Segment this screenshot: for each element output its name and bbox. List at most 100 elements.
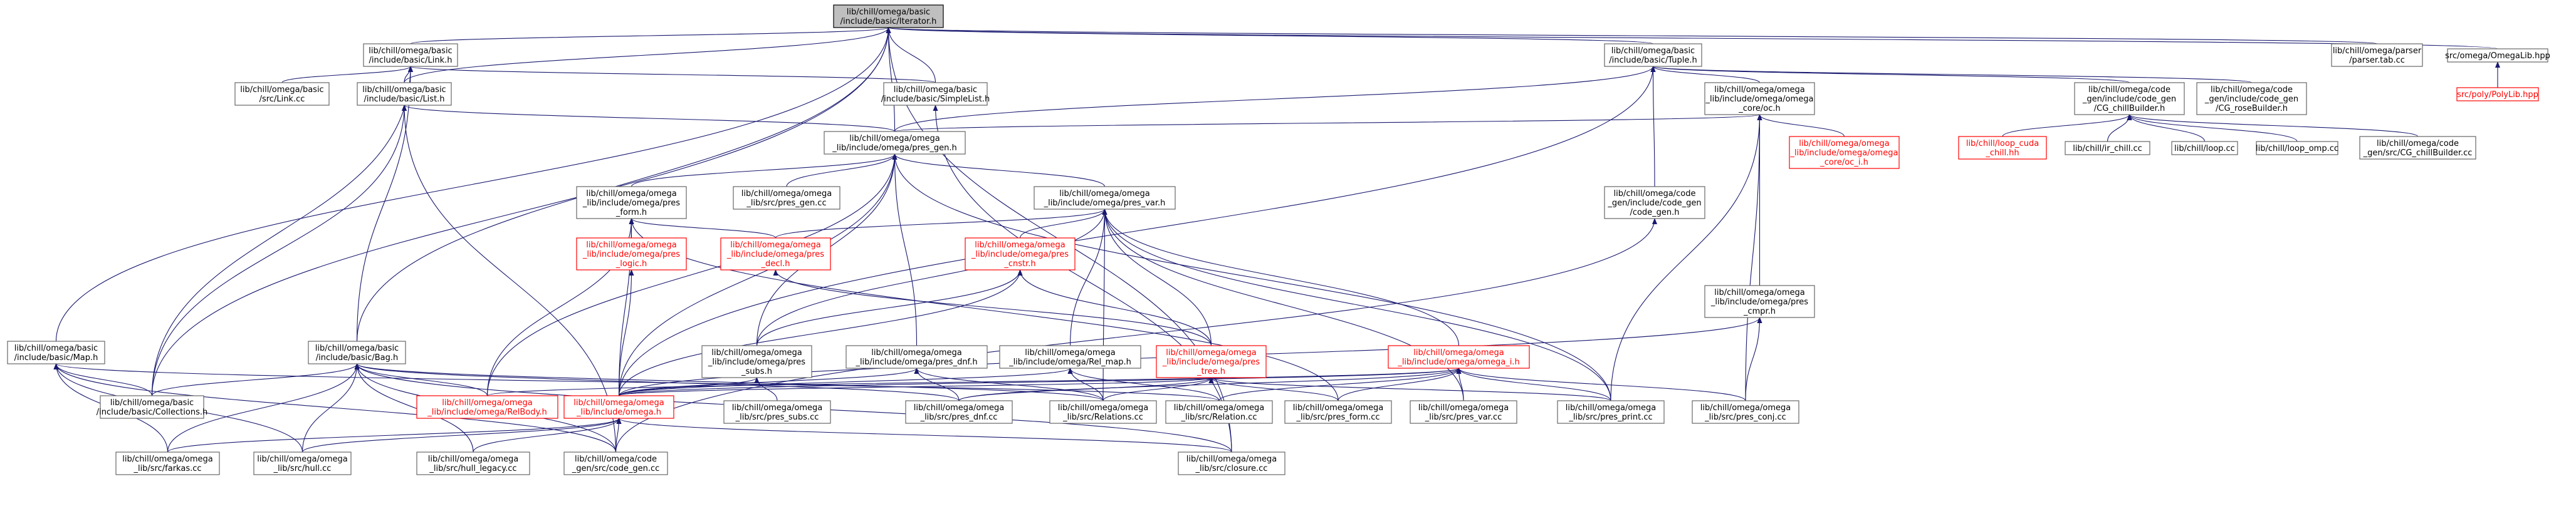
edge-omega-i-to-relation-cc bbox=[1218, 368, 1462, 401]
graph-node-link-cc[interactable]: lib/chill/omega/basic/src/Link.cc bbox=[234, 82, 330, 106]
node-label-line: lib/chill/omega/omega bbox=[1025, 348, 1116, 358]
edge-pres-gen-to-pres-var bbox=[892, 153, 1106, 187]
node-box bbox=[576, 186, 687, 219]
graph-node-simplelist[interactable]: lib/chill/omega/basic/include/basic/Simp… bbox=[881, 82, 990, 106]
node-box bbox=[2074, 82, 2185, 115]
graph-node-oc[interactable]: lib/chill/omega/omega_lib/include/omega/… bbox=[1704, 82, 1815, 115]
graph-node-pres-var[interactable]: lib/chill/omega/omega_lib/include/omega/… bbox=[1034, 186, 1176, 210]
edge-omega-i-to-pres-form-cc bbox=[1338, 368, 1462, 401]
graph-node-bag-h[interactable]: lib/chill/omega/basic/include/basic/Bag.… bbox=[308, 341, 406, 364]
graph-node-loop-omp[interactable]: lib/chill/loop_omp.cc bbox=[2256, 141, 2338, 155]
graph-node-pres-tree[interactable]: lib/chill/omega/omega_lib/include/omega/… bbox=[1156, 345, 1267, 378]
graph-node-pres-dnf-cc[interactable]: lib/chill/omega/omega_lib/src/pres_dnf.c… bbox=[905, 400, 1013, 424]
graph-node-pres-cmpr[interactable]: lib/chill/omega/omega_lib/include/omega/… bbox=[1704, 285, 1815, 318]
edge-oc-to-oc-i bbox=[1757, 114, 1845, 137]
graph-node-pres-subs-cc[interactable]: lib/chill/omega/omega_lib/src/pres_subs.… bbox=[723, 400, 831, 424]
graph-node-loop-cuda[interactable]: lib/chill/loop_cuda_chill.hh bbox=[1958, 136, 2047, 160]
graph-node-omega-i[interactable]: lib/chill/omega/omega_lib/include/omega/… bbox=[1388, 345, 1530, 369]
edge-map-h-to-relation-cc bbox=[54, 363, 1220, 401]
node-box bbox=[100, 395, 204, 419]
edges-layer bbox=[53, 27, 2500, 453]
graph-node-ir-chill[interactable]: lib/chill/ir_chill.cc bbox=[2065, 141, 2150, 155]
graph-node-relation-cc[interactable]: lib/chill/omega/omega_lib/src/Relation.c… bbox=[1165, 400, 1273, 424]
graph-node-pres-form-cc[interactable]: lib/chill/omega/omega_lib/src/pres_form.… bbox=[1284, 400, 1392, 424]
node-box bbox=[416, 451, 530, 475]
node-label-line: lib/chill/omega/omega bbox=[1418, 403, 1509, 413]
node-box bbox=[2331, 43, 2423, 67]
node-label-line: _lib/include/omega/pres_dnf.h bbox=[855, 358, 977, 367]
graph-node-hull-legacy-cc[interactable]: lib/chill/omega/omega_lib/src/hull_legac… bbox=[416, 451, 530, 475]
graph-node-rel-map[interactable]: lib/chill/omega/omega_lib/include/omega/… bbox=[999, 345, 1141, 369]
graph-node-pres-logic[interactable]: lib/chill/omega/omega_lib/include/omega/… bbox=[576, 237, 687, 271]
edge-tuple-to-pres-gen bbox=[894, 66, 1656, 132]
graph-node-link[interactable]: lib/chill/omega/basic/include/basic/Link… bbox=[363, 43, 458, 67]
node-box bbox=[2359, 136, 2476, 160]
node-label-line: _lib/include/omega/pres bbox=[971, 250, 1069, 259]
node-box bbox=[234, 82, 330, 106]
graph-node-pres-cnstr[interactable]: lib/chill/omega/omega_lib/include/omega/… bbox=[965, 237, 1076, 271]
edge-bag-h-to-pres-dnf-cc bbox=[354, 363, 960, 401]
graph-node-cg-chillbuilder-cc[interactable]: lib/chill/omega/code_gen/src/CG_chillBui… bbox=[2359, 136, 2476, 160]
graph-node-relations-cc[interactable]: lib/chill/omega/omega_lib/src/Relations.… bbox=[1049, 400, 1157, 424]
graph-node-parser[interactable]: lib/chill/omega/parser/parser.tab.cc bbox=[2331, 43, 2423, 67]
node-box bbox=[363, 43, 458, 67]
graph-node-farkas-cc[interactable]: lib/chill/omega/omega_lib/src/farkas.cc bbox=[115, 451, 220, 475]
graph-node-collections[interactable]: lib/chill/omega/basic/include/basic/Coll… bbox=[97, 395, 207, 419]
node-label-line: lib/chill/omega/omega bbox=[257, 455, 348, 464]
graph-node-hull-cc[interactable]: lib/chill/omega/omega_lib/src/hull.cc bbox=[253, 451, 352, 475]
graph-node-pres-var-cc[interactable]: lib/chill/omega/omega_lib/src/pres_var.c… bbox=[1410, 400, 1517, 424]
edge-iterator-to-collections bbox=[151, 27, 891, 396]
graph-node-pres-gen[interactable]: lib/chill/omega/omega_lib/include/omega/… bbox=[824, 131, 966, 155]
graph-node-omegalib[interactable]: src/omega/OmegaLib.hpp bbox=[2445, 48, 2550, 63]
graph-node-cg-chillbuilder[interactable]: lib/chill/omega/code_gen/include/code_ge… bbox=[2074, 82, 2185, 115]
edge-bag-h-to-relations-cc bbox=[354, 363, 1104, 401]
node-label-line: _lib/src/hull.cc bbox=[273, 464, 332, 473]
node-label-line: lib/chill/omega/omega bbox=[586, 240, 677, 250]
graph-node-list[interactable]: lib/chill/omega/basic/include/basic/List… bbox=[357, 82, 452, 106]
edge-omega-h-to-closure-cc bbox=[616, 418, 1232, 453]
node-label-line: /include/basic/Link.h bbox=[369, 56, 453, 65]
graph-node-closure-cc[interactable]: lib/chill/omega/omega_lib/src/closure.cc bbox=[1178, 451, 1285, 475]
graph-node-pres-subs[interactable]: lib/chill/omega/omega_lib/include/omega/… bbox=[701, 345, 812, 378]
node-box bbox=[7, 341, 105, 364]
edge-tuple-to-cg-chillbuilder bbox=[1651, 66, 2130, 83]
node-label-line: lib/chill/omega/omega bbox=[730, 240, 821, 250]
graph-node-pres-gen-cc[interactable]: lib/chill/omega/omega_lib/src/pres_gen.c… bbox=[733, 186, 840, 210]
node-box bbox=[1789, 136, 1900, 169]
node-label-line: _chill.hh bbox=[1985, 148, 2019, 158]
node-label-line: _subs.h bbox=[741, 367, 772, 376]
graph-node-pres-conj-cc[interactable]: lib/chill/omega/omega_lib/src/pres_conj.… bbox=[1692, 400, 1799, 424]
graph-node-omega-h[interactable]: lib/chill/omega/omega_lib/include/omega.… bbox=[563, 395, 674, 419]
node-label-line: lib/chill/loop.cc bbox=[2174, 144, 2235, 153]
graph-node-loop-cc[interactable]: lib/chill/loop.cc bbox=[2171, 141, 2238, 155]
graph-node-pres-dnf[interactable]: lib/chill/omega/omega_lib/include/omega/… bbox=[846, 345, 988, 369]
node-label-line: _lib/include/omega/omega bbox=[1705, 95, 1814, 104]
graph-node-oc-i[interactable]: lib/chill/omega/omega_lib/include/omega/… bbox=[1789, 136, 1900, 169]
graph-node-iterator[interactable]: lib/chill/omega/basic/include/basic/Iter… bbox=[833, 4, 944, 28]
graph-node-cg-rosebuilder[interactable]: lib/chill/omega/code_gen/include/code_ge… bbox=[2196, 82, 2307, 115]
graph-node-relbody[interactable]: lib/chill/omega/omega_lib/include/omega/… bbox=[416, 395, 558, 419]
node-box bbox=[2456, 87, 2539, 101]
node-label-line: lib/chill/omega/omega bbox=[1714, 288, 1805, 297]
edge-pres-tree-to-relations-cc bbox=[1102, 377, 1214, 401]
graph-node-pres-decl[interactable]: lib/chill/omega/omega_lib/include/omega/… bbox=[720, 237, 831, 271]
edge-list-to-collections bbox=[151, 105, 407, 396]
node-label-line: _cnstr.h bbox=[1003, 259, 1035, 269]
node-label-line: _lib/include/omega/RelBody.h bbox=[427, 408, 547, 417]
node-box bbox=[1049, 400, 1157, 424]
graph-node-map-h[interactable]: lib/chill/omega/basic/include/basic/Map.… bbox=[7, 341, 105, 364]
edge-rel-map-to-omega-h bbox=[618, 368, 1073, 396]
edge-pres-cmpr-to-pres-conj-cc bbox=[1745, 317, 1762, 401]
node-label-line: _lib/include/omega/pres bbox=[708, 358, 805, 367]
graph-node-pres-form[interactable]: lib/chill/omega/omega_lib/include/omega/… bbox=[576, 186, 687, 219]
node-label-line: /CG_chillBuilder.h bbox=[2094, 104, 2165, 113]
graph-node-polylib[interactable]: src/poly/PolyLib.hpp bbox=[2456, 87, 2539, 101]
graph-node-code-gen-cc[interactable]: lib/chill/omega/code_gen/src/code_gen.cc bbox=[563, 451, 668, 475]
graph-node-code-gen-h[interactable]: lib/chill/omega/code_gen/include/code_ge… bbox=[1604, 186, 1705, 219]
graph-node-pres-print-cc[interactable]: lib/chill/omega/omega_lib/src/pres_print… bbox=[1557, 400, 1665, 424]
graph-node-tuple[interactable]: lib/chill/omega/basic/include/basic/Tupl… bbox=[1604, 43, 1702, 67]
node-box bbox=[1034, 186, 1176, 210]
edge-pres-gen-to-pres-print-cc bbox=[892, 153, 1611, 401]
nodes-layer: lib/chill/omega/basic/include/basic/Iter… bbox=[7, 4, 2550, 475]
node-label-line: lib/chill/loop_cuda bbox=[1966, 139, 2039, 148]
